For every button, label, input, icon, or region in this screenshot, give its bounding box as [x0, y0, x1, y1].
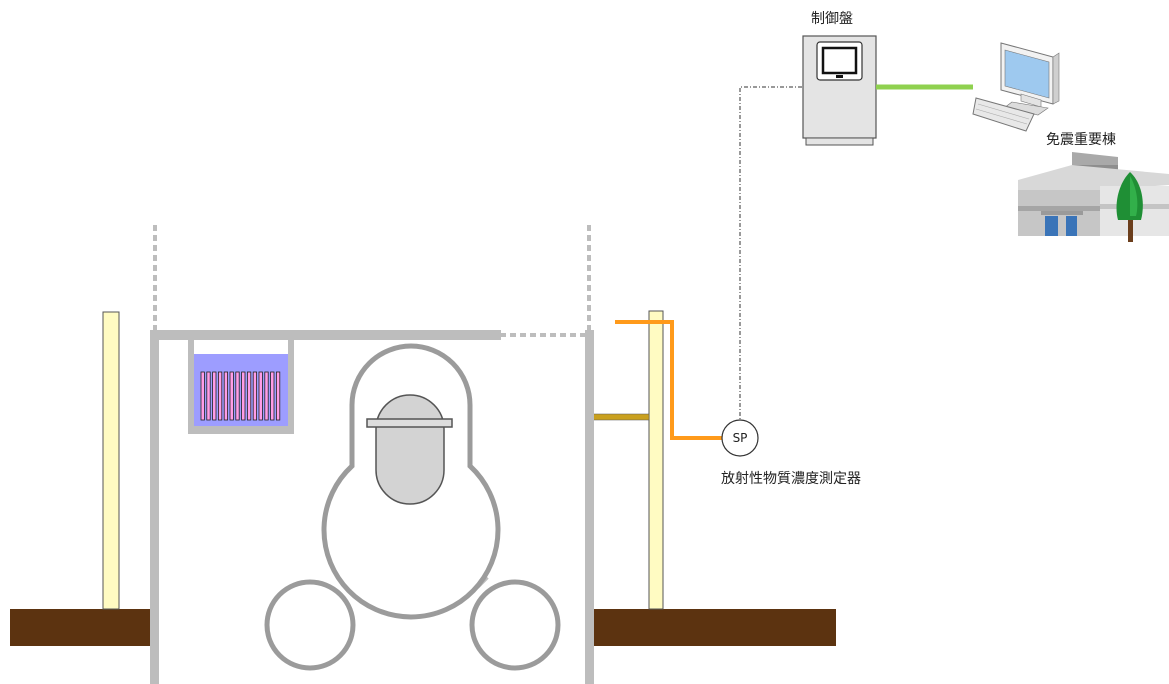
control-panel-icon	[802, 35, 877, 146]
computer-icon	[972, 42, 1060, 132]
fuel-rod	[217, 371, 223, 421]
fuel-rods	[200, 371, 281, 421]
control-panel-label: 制御盤	[811, 11, 853, 27]
fuel-rod	[252, 371, 257, 421]
fuel-rod	[206, 371, 211, 421]
connector-beam	[591, 413, 650, 421]
fuel-rod	[241, 371, 246, 421]
containment-vessel	[264, 343, 561, 671]
tree-icon	[1116, 172, 1143, 242]
sampling-pipe	[615, 320, 722, 440]
building-roof	[150, 330, 501, 340]
sampling-point-icon: SP	[721, 419, 759, 457]
fuel-rod	[235, 371, 240, 421]
fuel-rod	[270, 371, 275, 421]
seismic-building-label: 免震重要棟	[1046, 132, 1116, 148]
fuel-rod	[200, 371, 205, 421]
sampling-point-label: SP	[733, 431, 748, 445]
suppression-chamber-right	[469, 579, 561, 671]
building-wall-right	[585, 330, 594, 684]
pillar-right	[648, 310, 664, 610]
fuel-rod	[275, 371, 281, 421]
reactor-pressure-vessel	[375, 394, 445, 505]
fuel-rod	[258, 371, 263, 421]
fuel-rod	[264, 371, 269, 421]
ground-left	[10, 609, 151, 646]
fuel-rod	[246, 371, 252, 421]
fuel-rod	[223, 371, 228, 421]
ground-right	[592, 609, 836, 646]
fuel-rod	[229, 371, 234, 421]
building-wall-left	[150, 330, 159, 684]
suppression-chamber-left	[264, 579, 356, 671]
pillar-left	[102, 311, 120, 610]
seismic-building-icon	[1018, 152, 1169, 236]
monitor-label: 放射性物質濃度測定器	[721, 471, 861, 487]
vessel-flange	[366, 418, 453, 428]
fuel-rod	[212, 371, 217, 421]
signal-cable	[739, 86, 803, 425]
